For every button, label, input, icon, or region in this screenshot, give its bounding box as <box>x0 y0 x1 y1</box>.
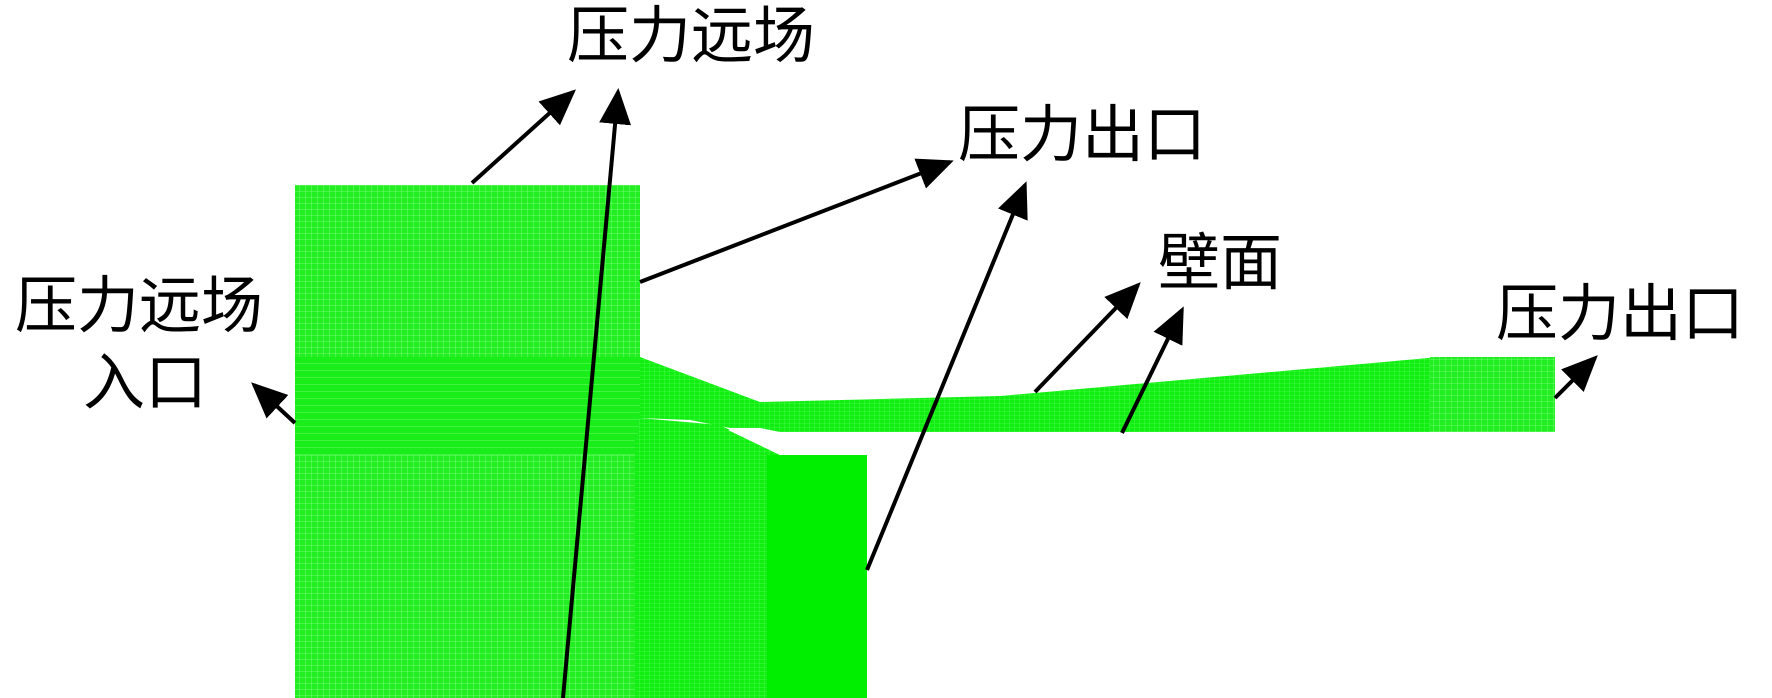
arrow-wall-b <box>1120 306 1184 434</box>
arrow-top-farfield-b <box>561 88 632 698</box>
arrow-outlet-1b <box>865 181 1028 571</box>
lower-block-mesh <box>295 455 635 698</box>
gap-wedge <box>728 430 790 455</box>
nozzle-lower-mesh <box>635 418 780 455</box>
tube-outlet-mesh <box>1430 357 1555 432</box>
arrow-outlet-2 <box>1553 355 1598 400</box>
inlet-band-mesh <box>295 357 640 455</box>
arrow-wall-a <box>1033 282 1141 394</box>
lower-dense-column-mesh <box>635 440 767 698</box>
arrows <box>251 88 1598 698</box>
label-left-inlet: 入口 <box>83 346 208 419</box>
tube-mesh <box>760 357 1555 432</box>
label-pressure-outlet-2: 压力出口 <box>1496 277 1745 350</box>
label-left-farfield: 压力远场 <box>15 269 264 342</box>
label-wall: 壁面 <box>1158 226 1283 299</box>
label-top-farfield: 压力远场 <box>567 0 816 72</box>
arrow-outlet-1a <box>639 158 954 284</box>
nozzle-upper-mesh <box>640 357 760 428</box>
upper-farfield-mesh <box>295 185 640 357</box>
label-pressure-outlet-1: 压力出口 <box>958 98 1207 171</box>
arrow-top-farfield-a <box>470 89 576 185</box>
mesh <box>295 185 1555 698</box>
arrow-inlet <box>251 382 297 425</box>
lower-wall-column-mesh <box>767 455 867 698</box>
